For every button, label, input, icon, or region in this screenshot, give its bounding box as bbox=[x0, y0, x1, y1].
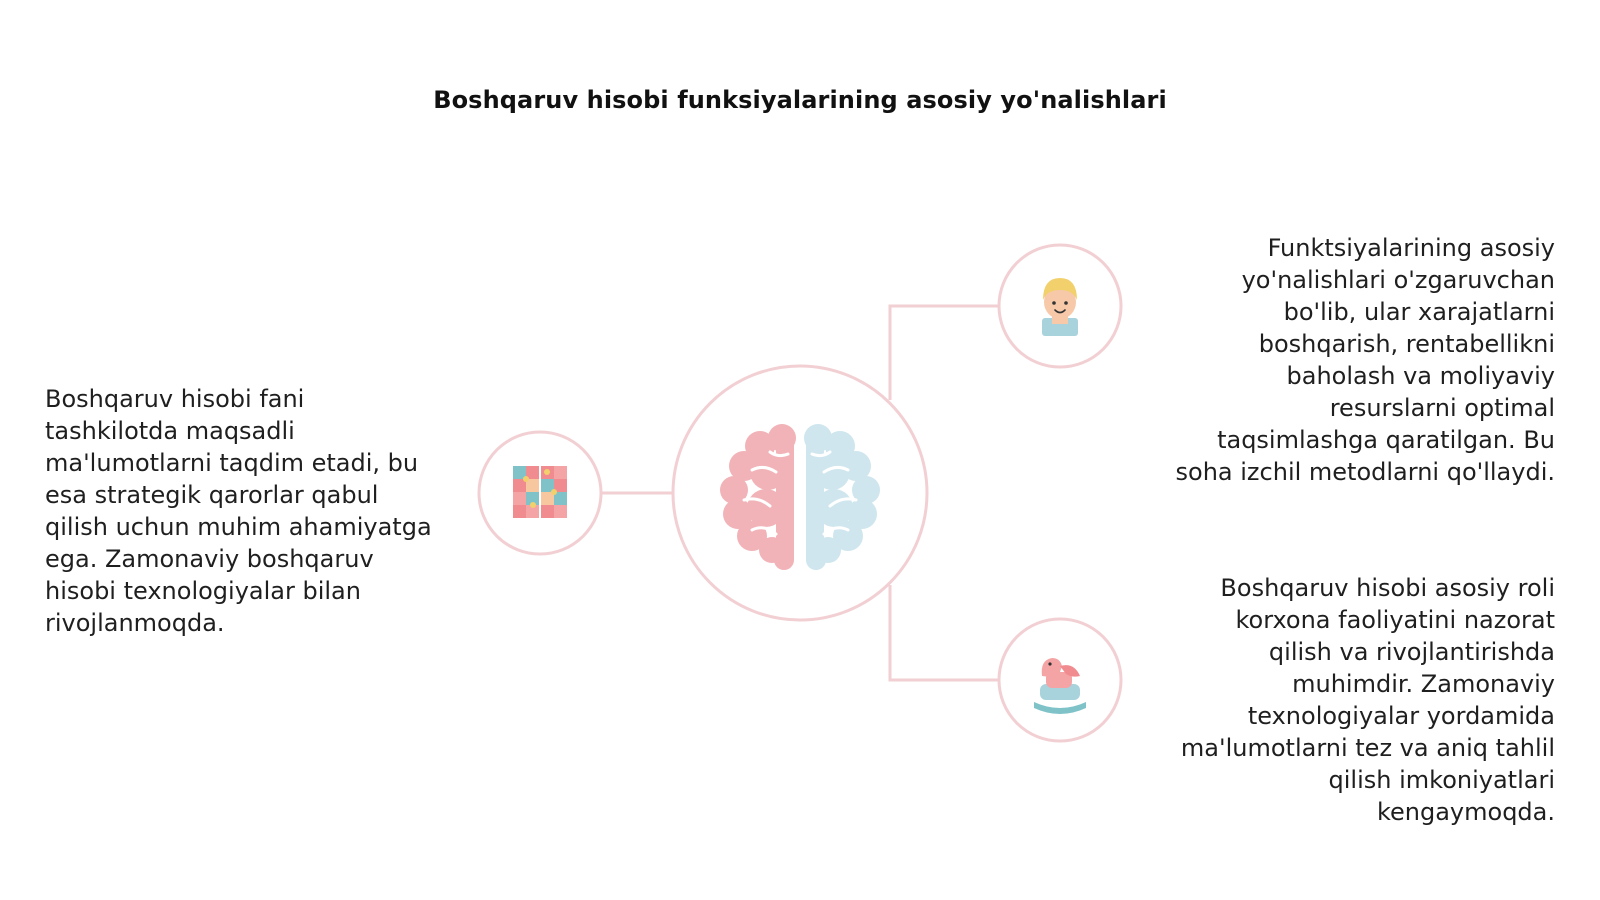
page-title: Boshqaruv hisobi funksiyalarining asosiy… bbox=[433, 86, 1167, 114]
left-description: Boshqaruv hisobi fani tashkilotda maqsad… bbox=[45, 385, 432, 637]
left-node bbox=[477, 430, 603, 556]
right-bottom-node bbox=[997, 617, 1123, 743]
connector-right-bottom bbox=[888, 585, 998, 682]
brain-icon bbox=[720, 422, 880, 570]
right-top-description: Funktsiyalarining asosiy yo'nalishlari o… bbox=[1175, 234, 1555, 486]
right-top-node bbox=[997, 243, 1123, 369]
puzzle-icon bbox=[513, 466, 567, 518]
person-icon bbox=[1042, 278, 1078, 336]
connector-lines bbox=[602, 304, 998, 682]
rocking-horse-icon bbox=[1034, 658, 1086, 714]
right-bottom-description: Boshqaruv hisobi asosiy roli korxona fao… bbox=[1180, 574, 1555, 826]
center-node bbox=[671, 364, 929, 622]
connector-right-top bbox=[888, 304, 998, 400]
left-ring bbox=[477, 430, 603, 556]
